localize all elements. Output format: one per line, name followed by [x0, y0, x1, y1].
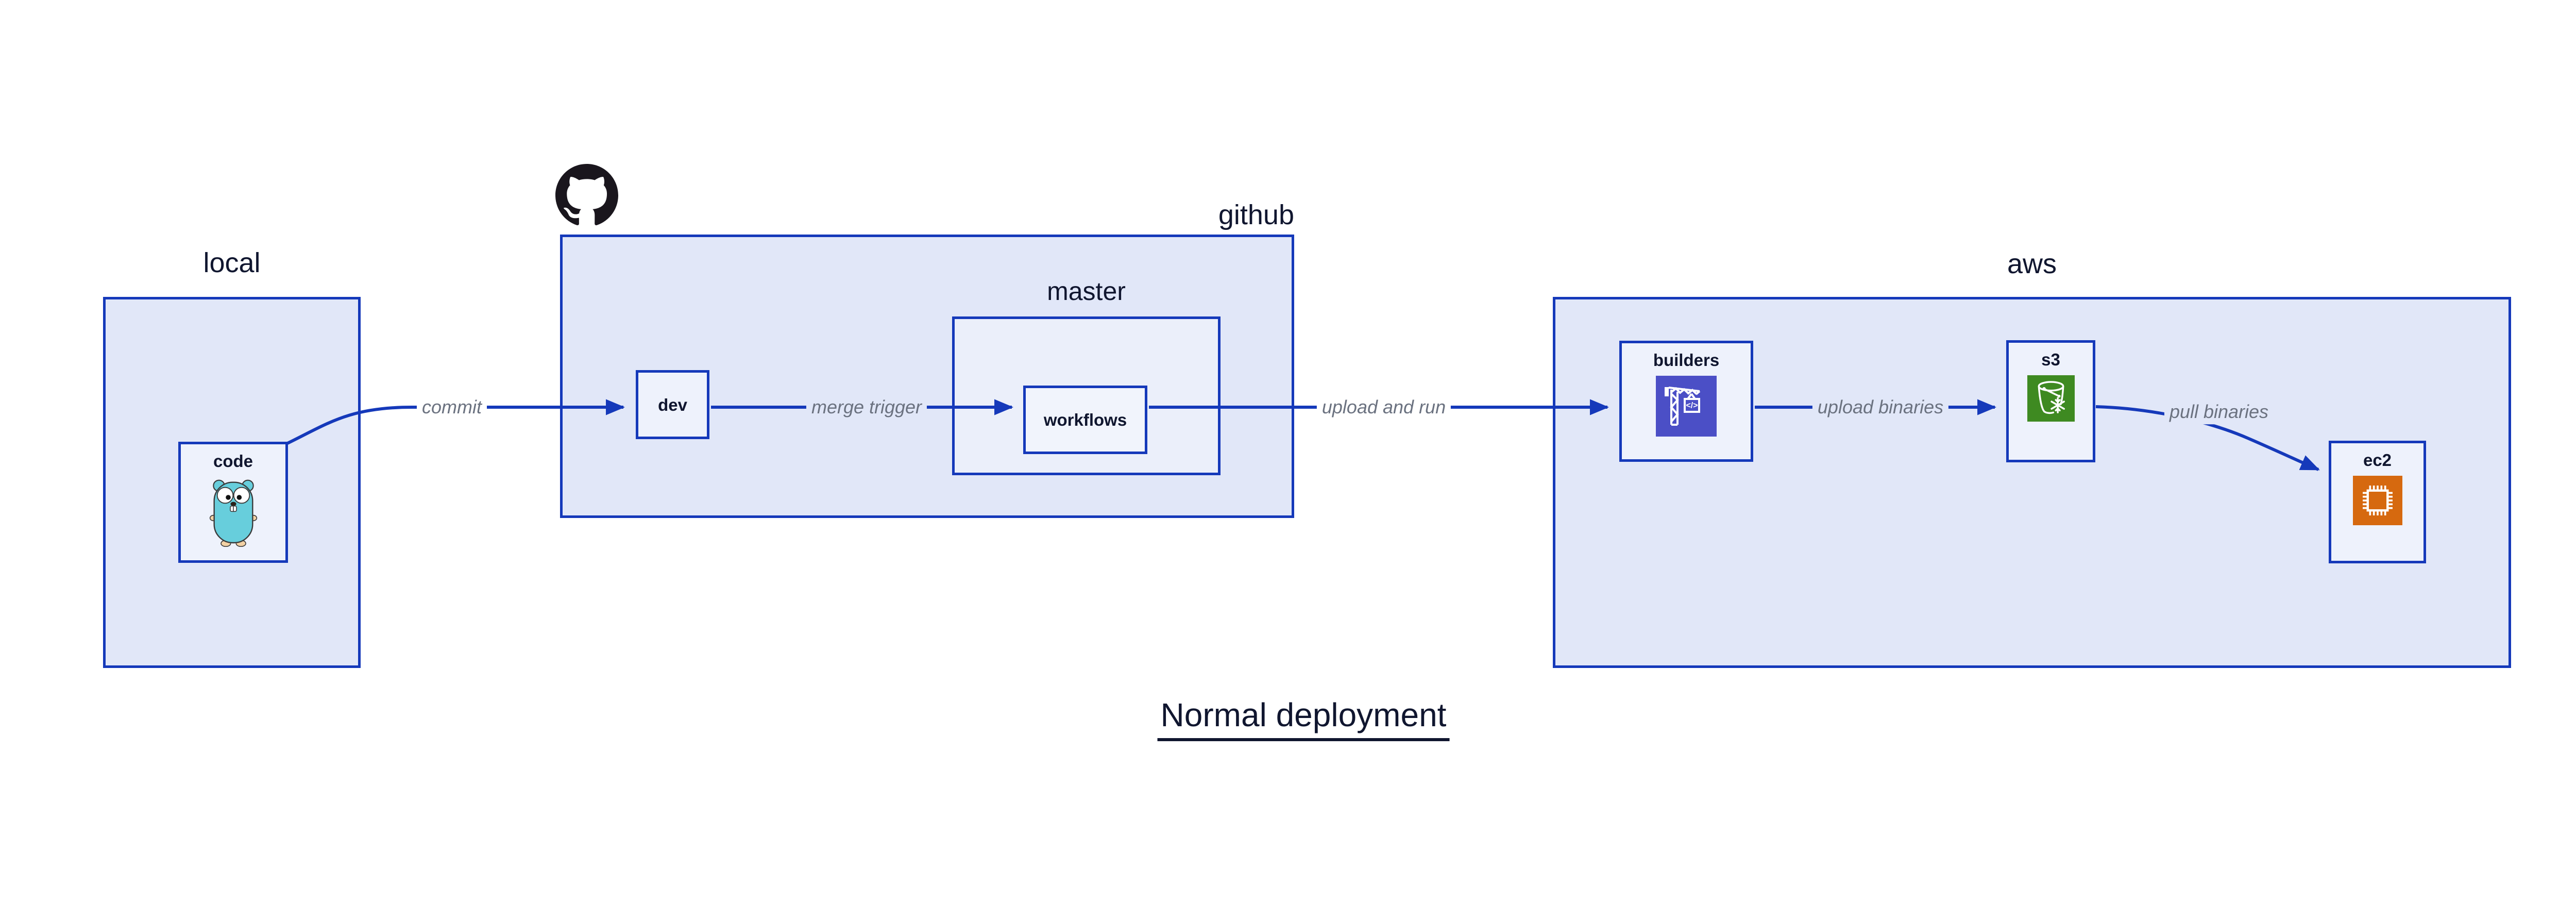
go-gopher-icon [209, 477, 258, 547]
node-builders-label: builders [1653, 350, 1720, 370]
edge-label-upload-binaries: upload binaries [1812, 395, 1949, 420]
node-ec2: ec2 [2329, 441, 2426, 563]
master-group-label: master [1047, 277, 1126, 306]
github-group-label: github [1218, 199, 1294, 230]
edge-label-upload-and-run: upload and run [1316, 395, 1451, 420]
node-code-label: code [213, 452, 253, 471]
aws-group-label: aws [2007, 248, 2057, 279]
node-s3: s3 [2006, 340, 2095, 462]
diagram-title: Normal deployment [1157, 696, 1450, 741]
edge-label-commit: commit [417, 395, 487, 420]
node-ec2-label: ec2 [2363, 450, 2392, 470]
aws-codebuild-icon: </> [1656, 376, 1717, 437]
node-workflows-label: workflows [1043, 410, 1127, 429]
aws-s3-glacier-icon [2027, 375, 2075, 422]
local-group-label: local [203, 247, 261, 278]
node-workflows: workflows [1023, 386, 1147, 454]
node-code: code [178, 442, 288, 563]
edge-label-merge-trigger: merge trigger [806, 395, 927, 420]
svg-text:</>: </> [1686, 402, 1698, 410]
node-dev-label: dev [658, 395, 687, 414]
node-builders: builders </> [1619, 341, 1753, 462]
aws-ec2-icon [2352, 476, 2402, 525]
octocat-icon [555, 164, 618, 229]
node-s3-label: s3 [2041, 350, 2060, 369]
edge-label-pull-binaries: pull binaries [2164, 399, 2274, 424]
node-dev: dev [636, 370, 709, 439]
